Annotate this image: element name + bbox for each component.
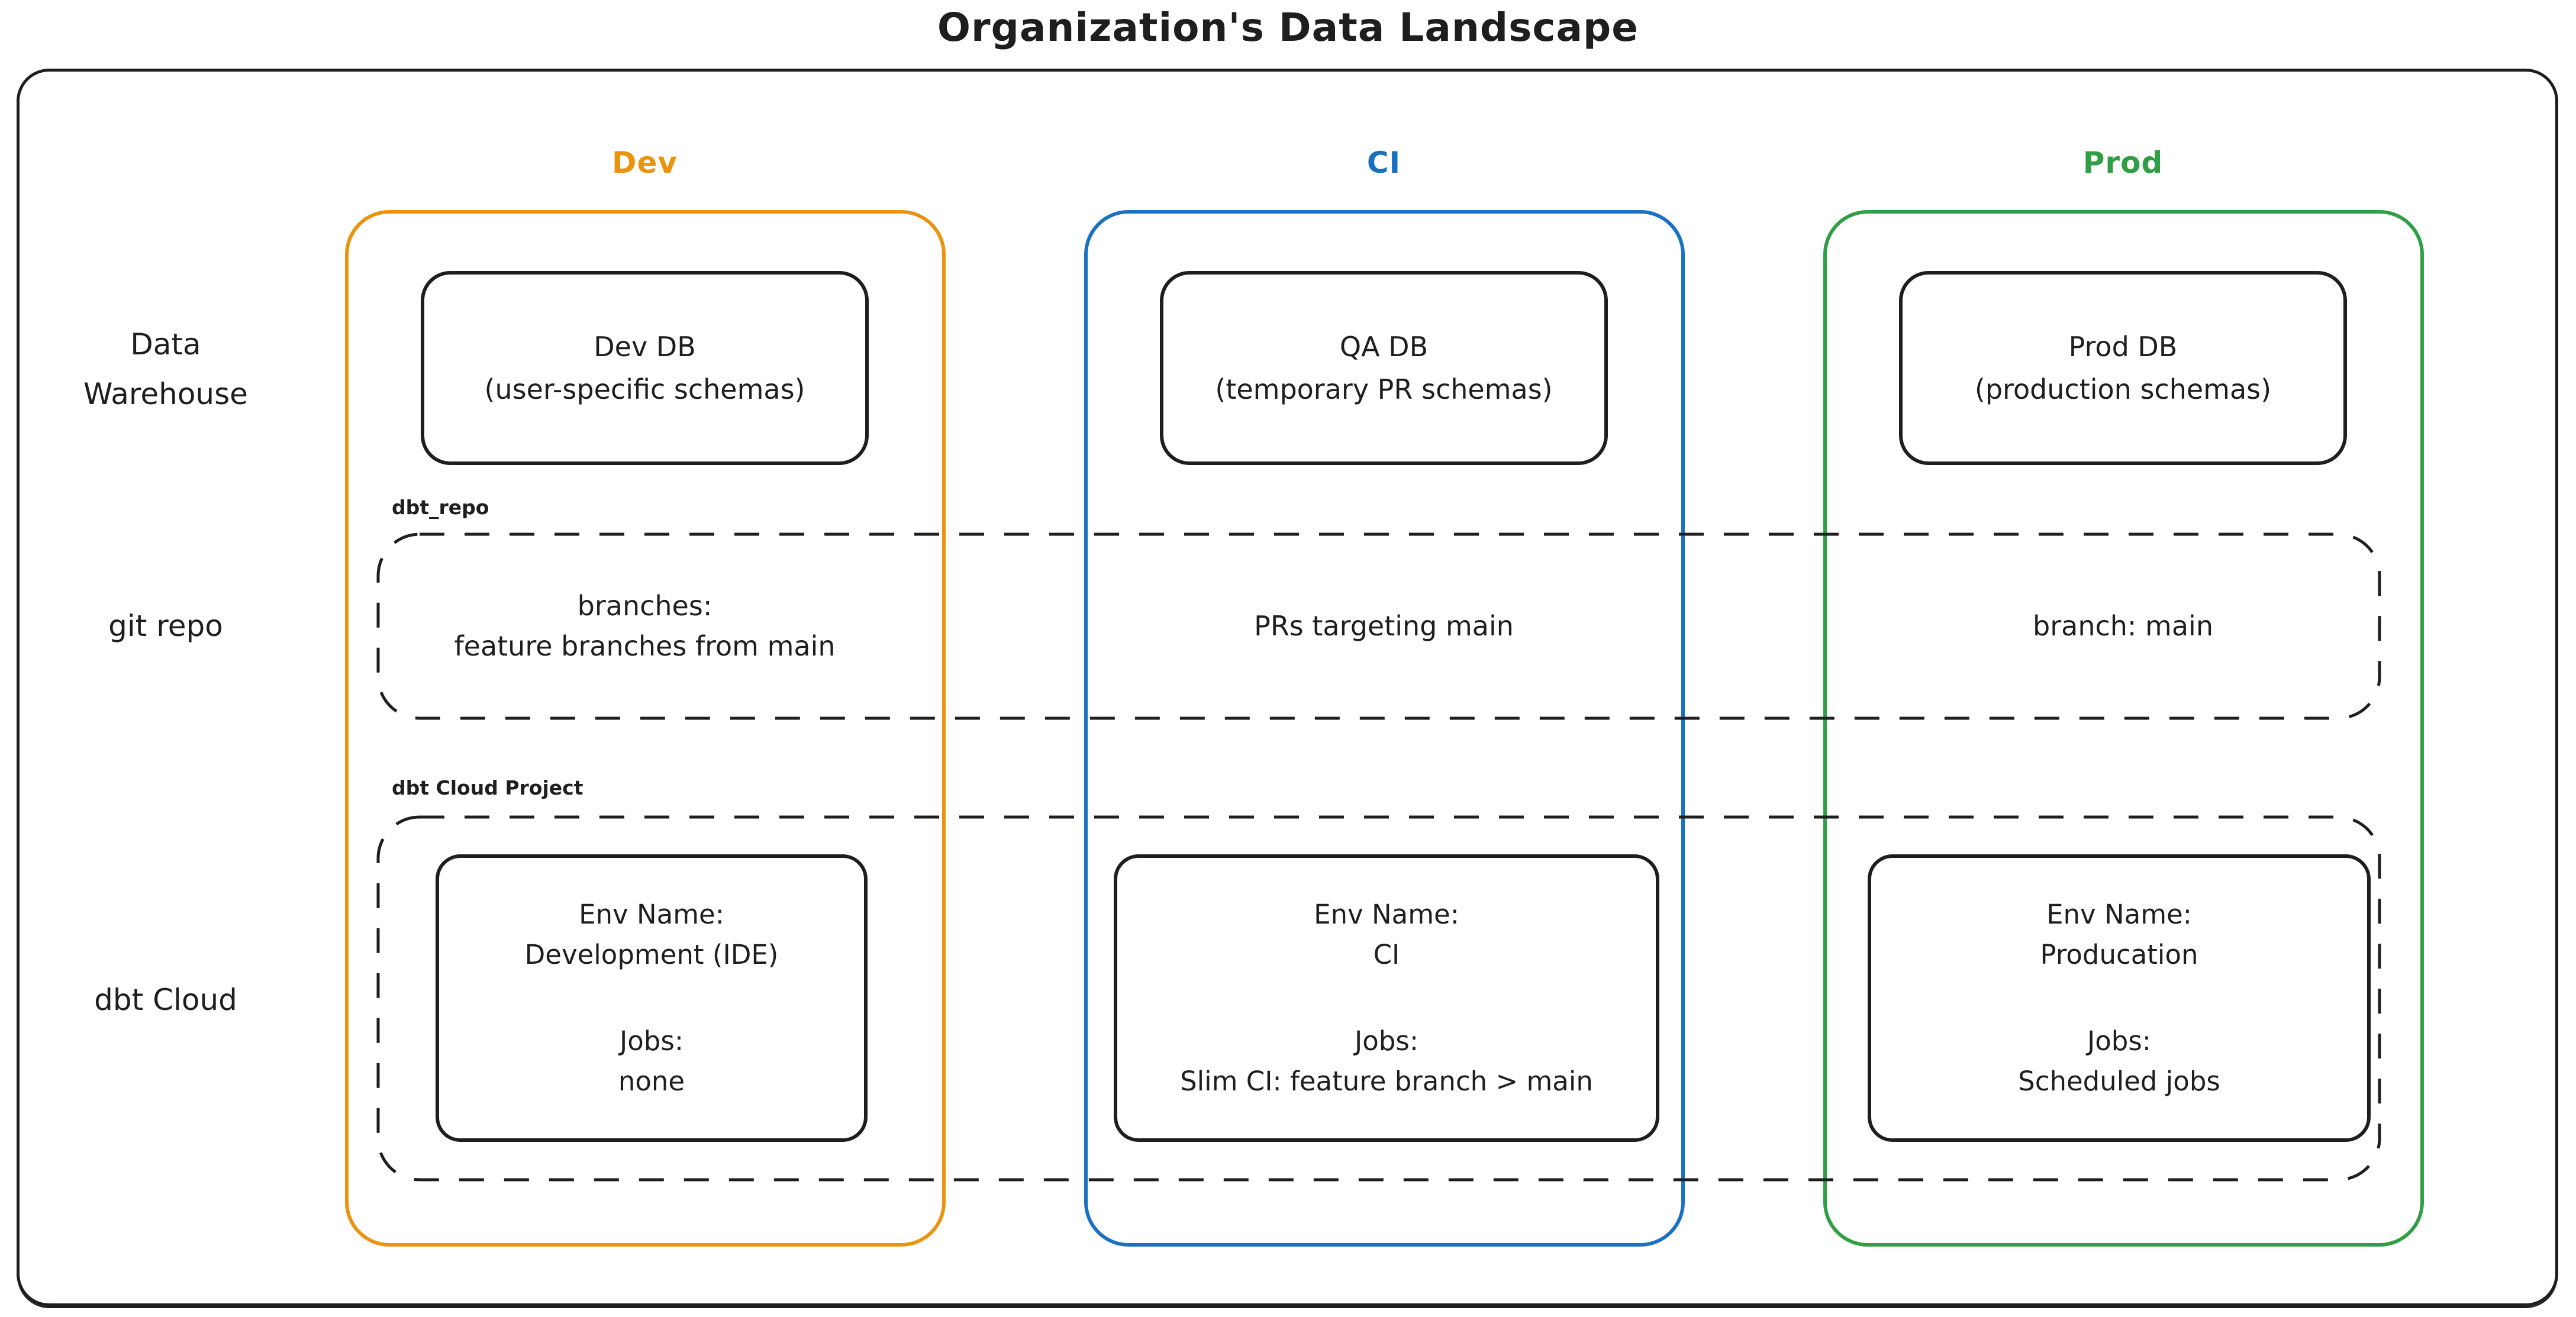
dbt-cloud-project-dashed-box: [376, 815, 2381, 1182]
qa-db-box: QA DB (temporary PR schemas): [1160, 271, 1608, 465]
env-name-label: Env Name:: [2046, 899, 2192, 930]
column-box-ci: [1084, 210, 1685, 1247]
prod-environment-box: Env Name: Producation Jobs: Scheduled jo…: [1868, 854, 2371, 1142]
row-label-data-warehouse: Data Warehouse: [83, 327, 248, 411]
prod-db-box: Prod DB (production schemas): [1899, 271, 2347, 465]
jobs-value: Slim CI: feature branch > main: [1180, 1066, 1593, 1097]
dbt-cloud-project-group-label: dbt Cloud Project: [392, 776, 583, 799]
ci-environment-box: Env Name: CI Jobs: Slim CI: feature bran…: [1114, 854, 1659, 1142]
column-header-ci: CI: [1366, 146, 1401, 180]
diagram-title: Organization's Data Landscape: [937, 5, 1639, 50]
env-name-label: Env Name:: [1314, 899, 1459, 930]
git-text-dev: branches: feature branches from main: [454, 589, 836, 662]
dev-db-box: Dev DB (user-specific schemas): [421, 271, 869, 465]
dev-environment-box: Env Name: Development (IDE) Jobs: none: [436, 854, 868, 1142]
column-box-prod: [1823, 210, 2424, 1247]
env-name-value: Development (IDE): [524, 939, 779, 970]
outer-frame: [17, 69, 2558, 1306]
jobs-label: Jobs:: [1355, 1025, 1418, 1057]
git-repo-dashed-box: [376, 532, 2381, 720]
jobs-value: none: [618, 1066, 685, 1097]
row-label-dbt-cloud: dbt Cloud: [94, 983, 237, 1017]
column-header-prod: Prod: [2082, 146, 2164, 180]
jobs-value: Scheduled jobs: [2018, 1066, 2220, 1097]
jobs-label: Jobs:: [620, 1025, 684, 1057]
git-text-prod: branch: main: [2033, 609, 2213, 642]
row-label-git-repo: git repo: [108, 609, 223, 643]
git-repo-group-label: dbt_repo: [392, 496, 489, 519]
env-name-label: Env Name:: [579, 899, 724, 930]
git-text-ci: PRs targeting main: [1254, 609, 1514, 642]
env-name-value: CI: [1373, 939, 1400, 970]
column-box-dev: [345, 210, 946, 1247]
column-header-dev: Dev: [611, 146, 678, 180]
env-name-value: Producation: [2040, 939, 2198, 970]
jobs-label: Jobs:: [2087, 1025, 2151, 1057]
